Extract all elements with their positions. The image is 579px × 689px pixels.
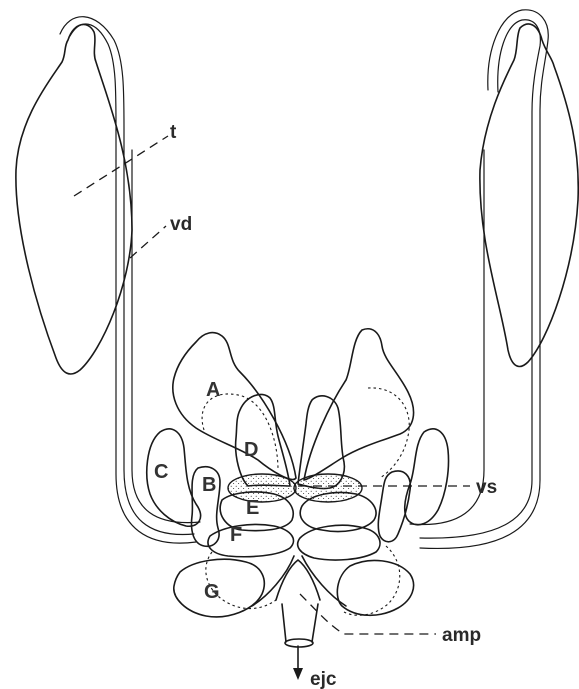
left-vas-deferens: [60, 17, 200, 543]
right-seminal-vesicle: [294, 474, 362, 502]
lobe-d-label: D: [244, 439, 258, 461]
lobe-a-label: A: [206, 379, 220, 401]
lobe-a-outline: [173, 333, 296, 480]
left-gland-cluster: [147, 333, 296, 617]
right-vas-deferens: [410, 10, 548, 549]
ejaculatory-duct-label: ejc: [310, 669, 337, 689]
right-gland-cluster: [294, 329, 449, 615]
lobe-f-label: F: [230, 524, 242, 546]
testis-label: t: [170, 122, 177, 143]
ampulla-and-duct: [252, 556, 346, 680]
seminal-vesicle-label: vs: [476, 477, 497, 498]
lobe-b-label: B: [202, 474, 216, 496]
labels: t vd vs amp ejc A B C D E F G: [154, 122, 497, 689]
left-seminal-vesicle: [228, 474, 296, 502]
ampulla-label: amp: [442, 625, 481, 646]
lobe-c-label: C: [154, 461, 168, 483]
right-testis: [480, 24, 578, 366]
leader-lines: [74, 136, 470, 634]
lobe-g-label: G: [204, 581, 220, 603]
vas-deferens-label: vd: [170, 214, 192, 235]
lobe-e-label: E: [246, 497, 259, 519]
lobe-f-outline: [208, 524, 293, 556]
